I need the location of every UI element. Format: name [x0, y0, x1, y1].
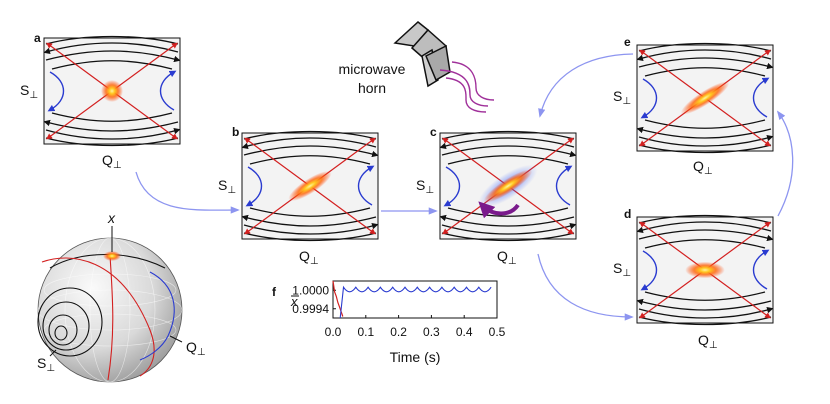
blob-core — [685, 261, 725, 279]
blob-core — [483, 169, 533, 203]
flow-arrow-c-to-d — [537, 253, 634, 321]
panel-letter-a: a — [34, 31, 41, 45]
panel-a-x-label: Q⊥ — [102, 152, 122, 171]
rotation-arrow — [478, 201, 520, 219]
y-tick-label: 1.0000 — [292, 283, 329, 297]
panel-c-x-label: Q⊥ — [497, 248, 517, 267]
microwave-waves — [439, 61, 495, 113]
series-blue-line — [339, 285, 492, 319]
panel-d — [637, 216, 773, 325]
panel-d-y-label: S⊥ — [613, 260, 631, 279]
quasiprobability-blob-d — [685, 261, 725, 279]
sphere-s-label: S⊥ — [37, 355, 55, 374]
panel-e-y-label: S⊥ — [613, 88, 631, 107]
spin-sphere: x S⊥ Q⊥ — [37, 210, 206, 383]
flow-arrow-a-to-b — [135, 171, 240, 214]
chart-f-ticks: 0.0 0.1 0.2 0.3 0.4 0.5 1.0000 0.9994 — [292, 283, 505, 339]
panel-e — [637, 44, 773, 153]
sphere-q-label: Q⊥ — [186, 339, 206, 358]
flow-arrows — [135, 53, 794, 321]
x-tick-label: 0.2 — [390, 325, 407, 339]
panel-letter-c: c — [430, 125, 437, 139]
quasiprobability-blob-b — [288, 170, 332, 202]
chart-f-plot-area — [332, 280, 498, 319]
blob-core — [101, 80, 123, 102]
panel-letter-b: b — [232, 125, 239, 139]
flow-arrow-e-to-c — [538, 53, 634, 118]
quasiprobability-blob-c — [478, 164, 538, 208]
sphere-separatrix — [41, 257, 155, 377]
blob-core — [680, 81, 730, 115]
x-tick-label: 0.4 — [456, 325, 473, 339]
panel-b — [242, 132, 378, 241]
x-tick-label: 0.5 — [489, 325, 506, 339]
flow-arrow-d-to-e — [776, 110, 794, 217]
panel-b-y-label: S⊥ — [218, 177, 236, 196]
panel-c-y-label: S⊥ — [416, 177, 434, 196]
horn-label-line1: microwave — [339, 61, 406, 77]
panel-a-y-label: S⊥ — [20, 82, 38, 101]
blob-core — [288, 170, 332, 202]
sphere-blue-orbit — [139, 271, 175, 361]
y-tick-label: 0.9994 — [292, 302, 329, 316]
panel-b-x-label: Q⊥ — [299, 248, 319, 267]
quasiprobability-blob-e — [680, 81, 730, 115]
chart-f-ylabel: x — [290, 294, 299, 309]
horn-label-line2: horn — [358, 80, 386, 96]
panel-c — [440, 132, 576, 241]
sphere-state-blob — [103, 251, 121, 261]
chart-f-xlabel: Time (s) — [390, 349, 441, 365]
svg-text:x: x — [290, 294, 298, 309]
x-tick-label: 0.0 — [325, 325, 342, 339]
x-tick-label: 0.1 — [357, 325, 374, 339]
quasiprobability-blob-a — [101, 80, 123, 102]
x-tick-label: 0.3 — [423, 325, 440, 339]
chart-f: f x 0.0 0.1 0.2 0.3 0.4 0.5 1.0000 0.9994 Time … — [272, 280, 506, 365]
panel-d-x-label: Q⊥ — [698, 332, 718, 351]
panel-e-x-label: Q⊥ — [693, 158, 713, 177]
panel-letter-d: d — [624, 207, 631, 221]
sphere-x-label: x — [107, 210, 116, 226]
sphere-mesh — [37, 237, 183, 383]
panel-letter-e: e — [624, 35, 631, 49]
panel-letter-f: f — [272, 285, 277, 299]
chart-f-series — [332, 280, 492, 319]
panel-a — [44, 37, 180, 146]
